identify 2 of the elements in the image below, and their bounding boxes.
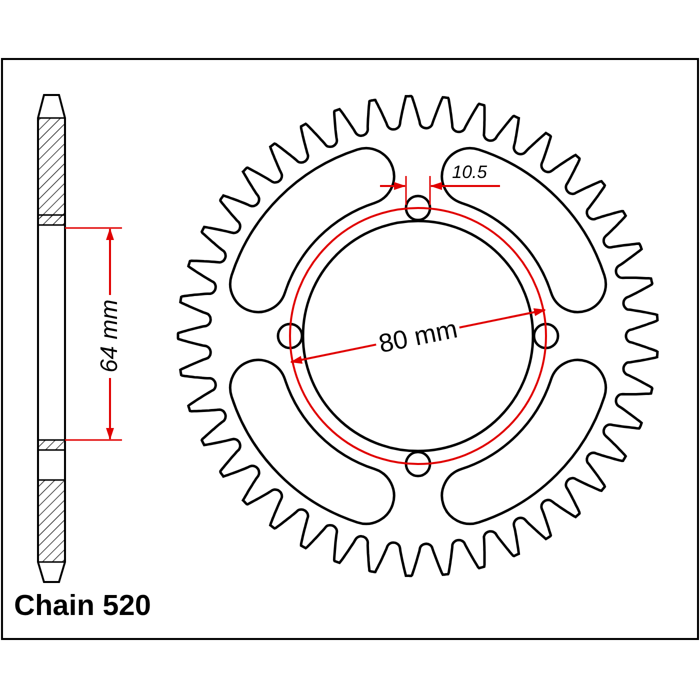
chain-size-label: Chain 520 [14, 592, 151, 621]
dimension-label: 10.5 [452, 163, 488, 181]
